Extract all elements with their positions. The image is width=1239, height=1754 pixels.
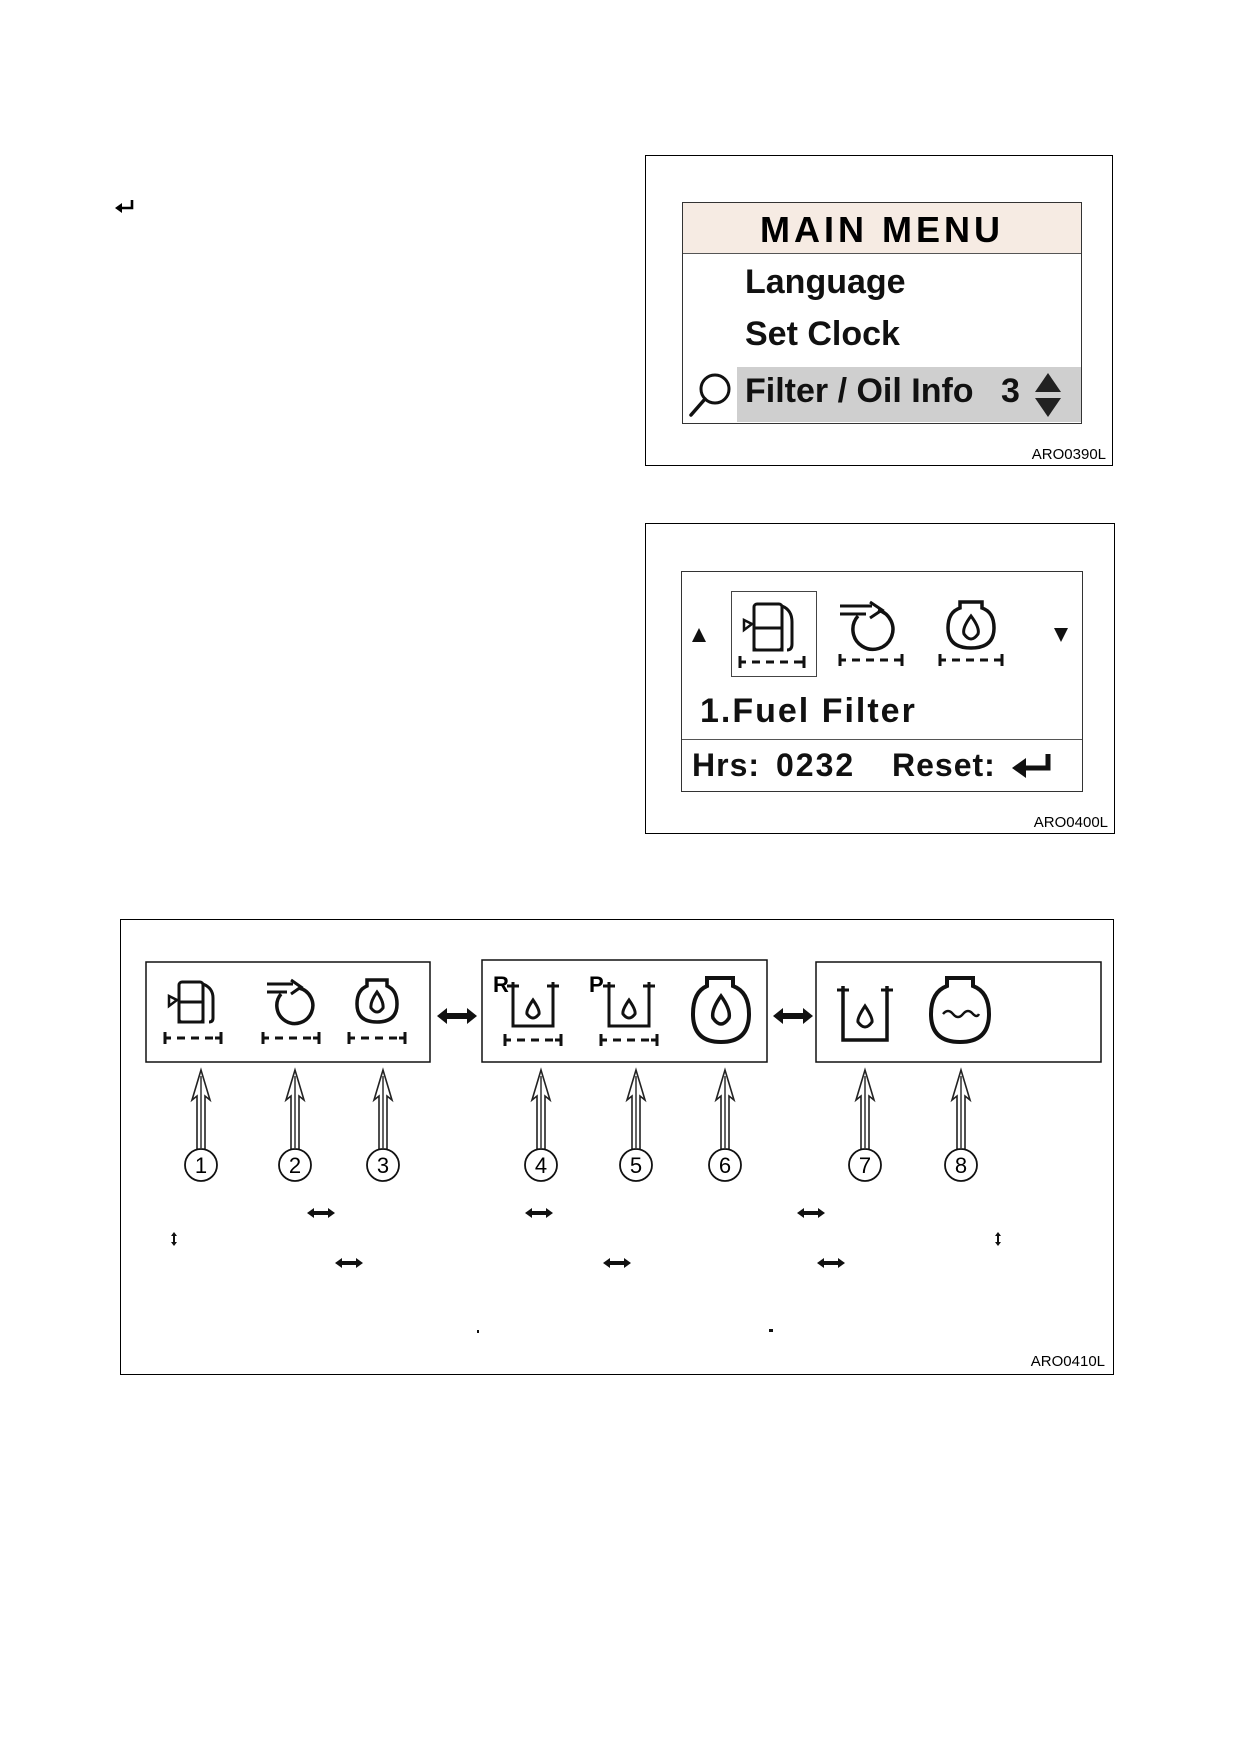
callout-number: 6 [719,1153,731,1178]
double-arrow-icon [603,1258,631,1268]
enter-symbol-icon [112,196,136,220]
callout-number: 3 [377,1153,389,1178]
double-arrow-icon [307,1208,335,1218]
return-oil-filter-icon [503,982,563,1048]
callout-4: 4 [524,1148,558,1182]
fuel-filter-icon[interactable] [731,591,817,677]
magnifier-icon [687,371,733,419]
menu-title-bar: MAIN MENU [683,203,1081,254]
double-arrow-icon [817,1258,845,1268]
fuel-filter-icon [163,980,223,1046]
callout-3: 3 [366,1148,400,1182]
menu-item-filter-oil-info: Filter / Oil Info [745,372,974,410]
figure-code: ARO0410L [1030,1353,1105,1370]
menu-item-set-clock[interactable]: Set Clock [745,315,900,353]
air-filter-icon [261,978,321,1046]
coolant-icon [928,976,992,1045]
callout-5: 5 [619,1148,653,1182]
callout-number: 4 [535,1153,547,1178]
menu-screen: MAIN MENU Language Set Clock Filter / Oi… [682,202,1082,424]
hours-label: Hrs: [692,747,761,783]
engine-oil-filter-icon [347,978,407,1046]
callout-1: 1 [184,1148,218,1182]
enter-key-icon[interactable] [1010,752,1054,782]
engine-oil-icon [690,976,752,1045]
figure-code: ARO0390L [1031,446,1106,463]
figure-code: ARO0400L [1033,814,1108,831]
callout-6: 6 [708,1148,742,1182]
callout-number: 7 [859,1153,871,1178]
figure-filter-screen: 1.Fuel Filter Hrs: 0232 Reset: ARO0400L [645,523,1115,834]
vertical-arrow-icon [995,1232,1001,1246]
menu-item-number: 3 [1001,372,1020,410]
filter-item-label: 1.Fuel Filter [700,692,917,730]
figure-main-menu: MAIN MENU Language Set Clock Filter / Oi… [645,155,1113,466]
hydraulic-oil-icon [837,986,893,1042]
icon-group-3 [815,961,1102,1063]
group2-letter-r: R [493,972,509,997]
figure-icon-sequence: R P [120,919,1114,1375]
scroll-up-icon [690,626,708,644]
scroll-down-icon [1052,626,1070,644]
text-fragment [769,1329,773,1332]
hours-value: 0232 [776,747,856,783]
callout-7: 7 [848,1148,882,1182]
menu-item-language[interactable]: Language [745,263,906,301]
menu-title: MAIN MENU [760,209,1004,250]
icon-sequence-drawing: R P [145,959,1102,1333]
icon-group-2 [481,959,768,1063]
filter-screen: 1.Fuel Filter Hrs: 0232 Reset: [681,571,1083,792]
filter-footer-divider [682,739,1082,740]
text-fragment [477,1330,479,1333]
menu-item-selected-highlight[interactable]: Filter / Oil Info 3 [737,367,1081,422]
double-arrow-icon [797,1208,825,1218]
callout-number: 5 [630,1153,642,1178]
callout-number: 8 [955,1153,967,1178]
callout-2: 2 [278,1148,312,1182]
reset-label: Reset: [892,747,996,783]
vertical-arrow-icon [171,1232,177,1246]
group2-letter-p: P [589,972,604,997]
double-arrow-icon [335,1258,363,1268]
double-arrow-icon [525,1208,553,1218]
pilot-filter-icon [599,982,659,1048]
callout-8: 8 [944,1148,978,1182]
up-down-arrow-icon [1033,371,1063,419]
callout-number: 2 [289,1153,301,1178]
icon-group-1 [145,961,431,1063]
air-filter-icon[interactable] [832,592,912,676]
callout-number: 1 [195,1153,207,1178]
engine-oil-filter-icon[interactable] [932,592,1012,676]
